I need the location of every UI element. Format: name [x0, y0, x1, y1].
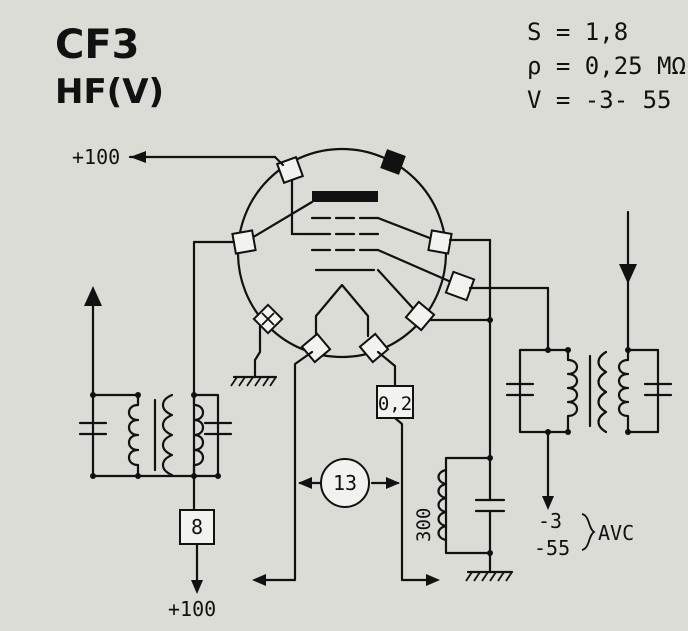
tube-type-title: CF3 [55, 22, 140, 68]
cathode-resistor-value: 300 [413, 508, 435, 542]
capacitor-left-2 [203, 421, 233, 436]
pin-shield [252, 303, 284, 335]
heater-filament [314, 283, 370, 338]
spec-transconductance: S = 1,8 [527, 18, 628, 46]
resistor-grid-value: 0,2 [378, 393, 412, 415]
arrow-down-avc-icon [542, 496, 554, 510]
arrow-down-icon [191, 580, 203, 594]
arrow-left-bottom-icon [252, 574, 266, 586]
spec-grid-voltage: V = -3- 55 [527, 86, 672, 114]
resistor-screen-box [179, 509, 215, 545]
tube-function-subtitle: HF(V) [55, 72, 164, 112]
capacitor-cathode [474, 498, 506, 513]
coil-right-primary [566, 348, 579, 434]
anode-plate [312, 191, 378, 202]
arrow-up-icon [84, 286, 102, 306]
pin-4 [444, 270, 476, 302]
avc-brace [581, 513, 596, 551]
lead-control-grid [376, 248, 460, 287]
pin-3 [427, 229, 453, 255]
coil-left-secondary [192, 393, 205, 478]
pin-count-value: 13 [333, 471, 357, 495]
spec-resistance: ρ = 0,25 MΩ [527, 52, 686, 80]
avc-value-1: -3 [538, 509, 562, 533]
cathode-resistor-coil [437, 468, 448, 542]
pin-2 [231, 229, 257, 255]
arrow-right-bottom-icon [426, 574, 440, 586]
pin-5 [404, 300, 436, 332]
pin-1 [275, 155, 305, 185]
pin-key [380, 149, 406, 175]
avc-value-2: -55 [534, 536, 570, 560]
coil-left-primary [127, 393, 140, 478]
supply-label-top: +100 [72, 145, 120, 169]
wire-heater-2 [393, 416, 432, 582]
capacitor-left-1 [78, 421, 108, 436]
capacitor-right-1 [505, 382, 535, 397]
resistor-screen-value: 8 [191, 515, 203, 539]
avc-label: AVC [598, 521, 634, 545]
capacitor-right-2 [643, 382, 673, 397]
wire-heater-1 [260, 350, 314, 582]
resistor-grid-box [376, 385, 414, 419]
pin-count-circle [320, 458, 370, 508]
lead-anode [243, 200, 314, 244]
supply-label-bottom: +100 [168, 597, 216, 621]
coil-right-secondary [617, 348, 630, 434]
pin-7 [300, 332, 332, 364]
arrow-left-icon [130, 151, 146, 163]
arrow-down-right-icon [619, 264, 637, 284]
